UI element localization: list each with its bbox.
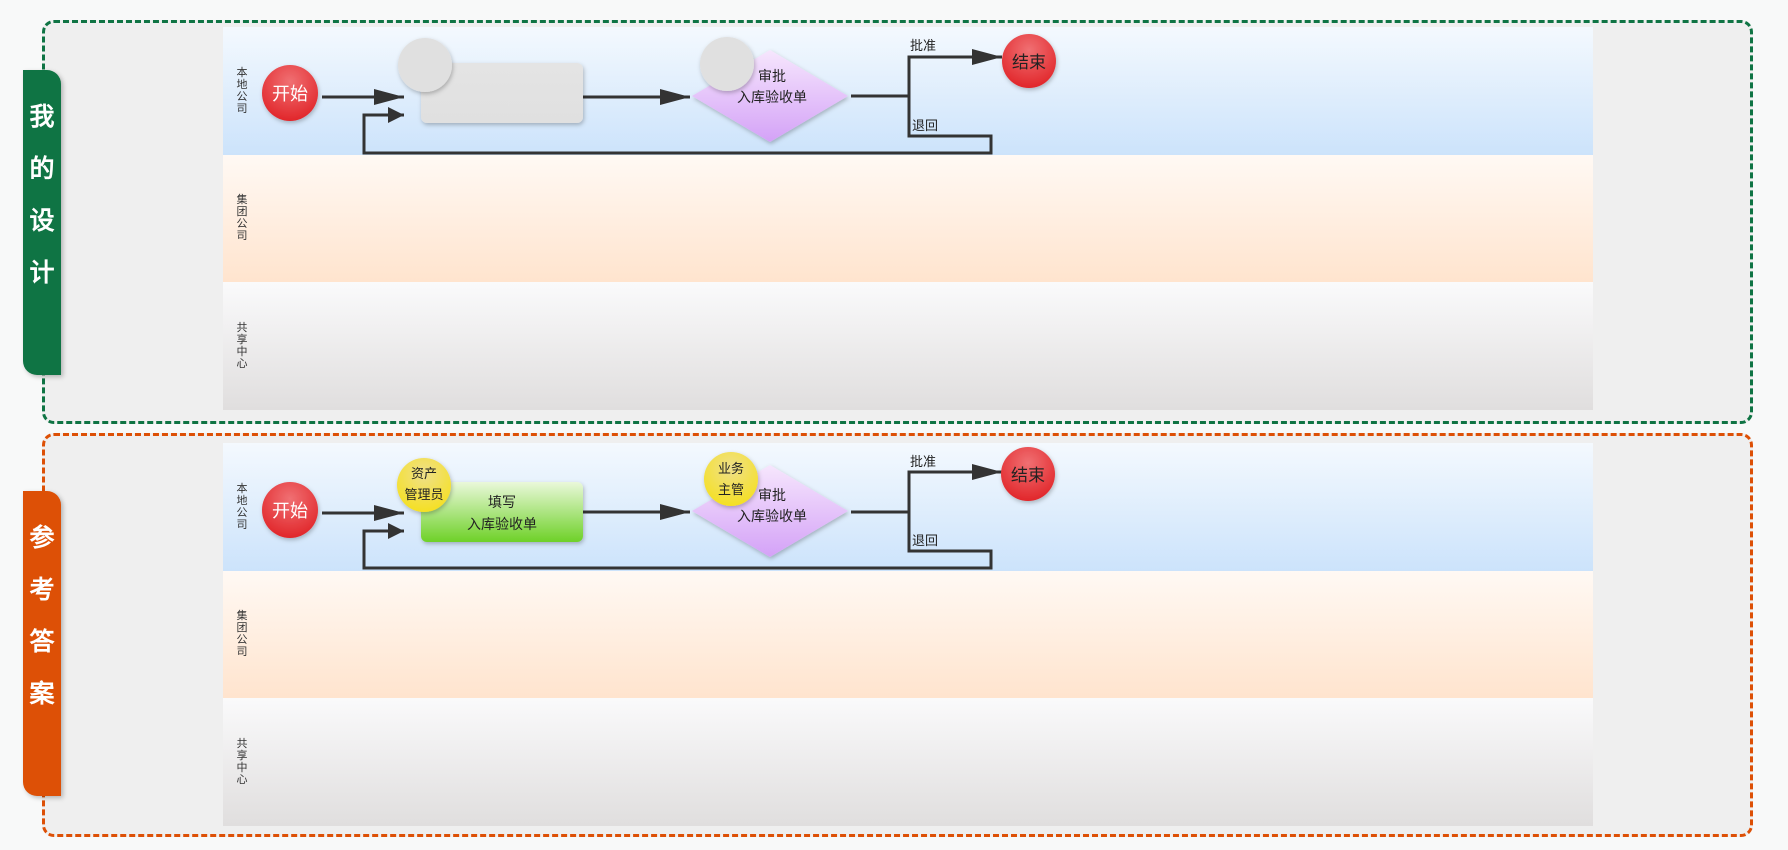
start-node[interactable]: 开始 (262, 482, 318, 538)
lane-group-company: 集团公司 (223, 154, 1593, 283)
decision-label-line1: 审批 (758, 488, 786, 504)
connector-reject-loop (362, 512, 993, 570)
lane-label: 共享中心 (236, 320, 248, 370)
tab-char: 案 (29, 679, 55, 708)
decision-role-line1: 业务 (718, 461, 744, 477)
tab-char: 考 (29, 575, 55, 604)
end-node[interactable]: 结束 (1002, 34, 1056, 88)
connector-reject-loop (362, 96, 993, 155)
lane-group-company: 集团公司 (223, 570, 1593, 699)
task-node[interactable]: 填写 入库验收单 (421, 482, 583, 542)
decision-role-badge[interactable]: 业务 主管 (704, 452, 758, 506)
task-node[interactable] (421, 63, 583, 123)
end-label: 结束 (1011, 466, 1045, 486)
connector-approve (851, 464, 1002, 514)
task-label-line2: 入库验收单 (467, 517, 537, 533)
lane-label: 集团公司 (236, 609, 248, 659)
my-design-flow: 开始 审批 入库验收单 批准 退回 结束 (262, 34, 1056, 155)
lane-label: 共享中心 (236, 736, 248, 786)
decision-label-line1: 审批 (758, 69, 786, 85)
reject-label: 退回 (912, 534, 938, 549)
task-role-line2: 管理员 (404, 488, 443, 503)
tab-char: 的 (29, 154, 55, 183)
connector-approve (851, 49, 1002, 98)
my-design-tab: 我 的 设 计 (23, 70, 61, 375)
task-label-line1: 填写 (488, 495, 516, 511)
lane-label: 本地公司 (236, 481, 248, 531)
lane-label: 集团公司 (236, 193, 248, 243)
task-role-badge[interactable] (398, 38, 452, 92)
decision-role-badge[interactable] (700, 37, 754, 91)
start-label: 开始 (272, 84, 308, 105)
tab-char: 我 (29, 102, 55, 131)
tab-char: 计 (29, 258, 55, 287)
task-role-line1: 资产 (411, 467, 437, 482)
lane-shared-center: 共享中心 (223, 698, 1593, 826)
lane-shared-center: 共享中心 (223, 282, 1593, 410)
start-node[interactable]: 开始 (262, 65, 318, 121)
start-label: 开始 (272, 501, 308, 522)
reference-answer-flow: 开始 填写 入库验收单 资产 管理员 审批 入库验收单 业务 主管 批准 退回 … (262, 447, 1055, 570)
tab-char: 设 (29, 206, 55, 235)
decision-role-line2: 主管 (718, 483, 744, 498)
end-node[interactable]: 结束 (1001, 447, 1055, 501)
reference-answer-tab: 参 考 答 案 (23, 491, 61, 796)
task-role-badge[interactable]: 资产 管理员 (397, 458, 451, 512)
decision-label-line2: 入库验收单 (737, 509, 807, 525)
tab-char: 答 (29, 627, 55, 656)
reject-label: 退回 (912, 119, 938, 134)
decision-label-line2: 入库验收单 (737, 90, 807, 106)
approve-label: 批准 (910, 455, 936, 470)
tab-char: 参 (29, 523, 55, 552)
lane-label: 本地公司 (236, 65, 248, 115)
approve-label: 批准 (910, 39, 936, 54)
end-label: 结束 (1012, 53, 1046, 73)
